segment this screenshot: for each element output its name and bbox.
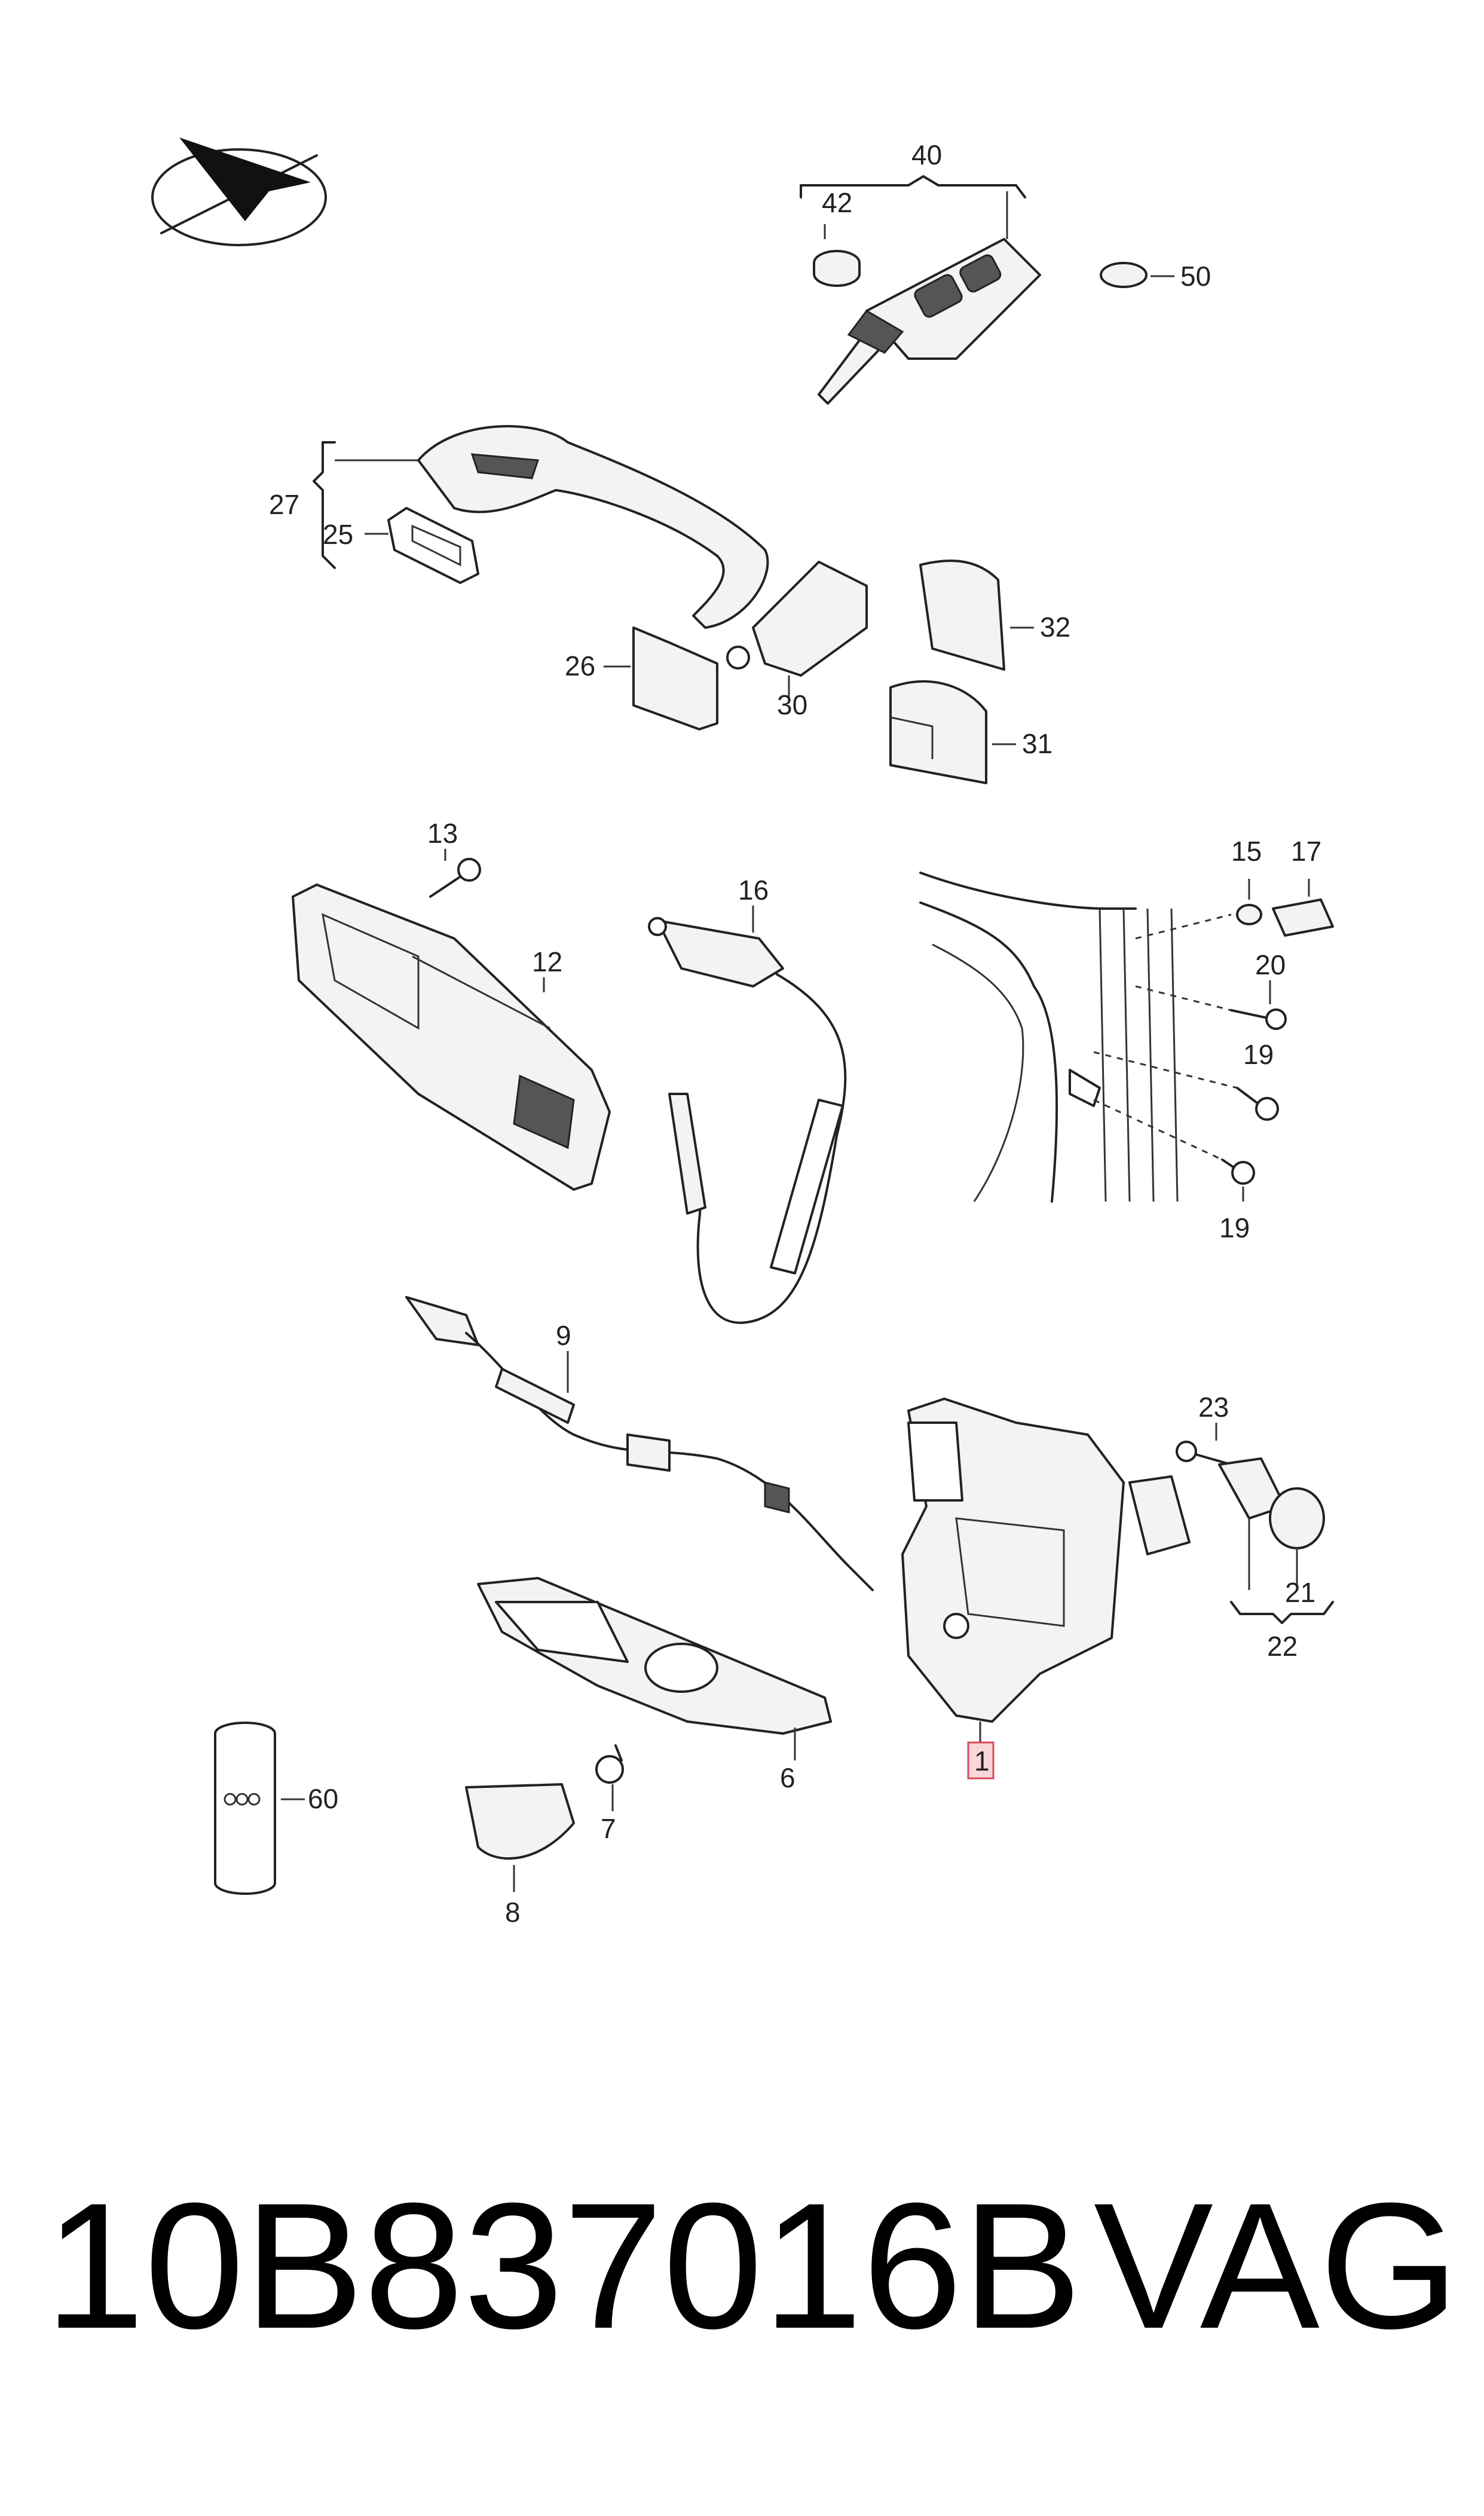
label-19-lower: 19 <box>1219 1212 1250 1243</box>
label-42: 42 <box>822 187 852 218</box>
label-13: 13 <box>427 818 458 849</box>
label-27: 27 <box>269 489 299 520</box>
grease-tube-group: 60 <box>214 1722 338 1895</box>
outer-handle-group: 27 25 26 30 32 31 <box>269 425 1070 784</box>
label-50: 50 <box>1180 261 1211 292</box>
label-9: 9 <box>556 1320 571 1351</box>
label-26: 26 <box>565 650 595 681</box>
cable-16-group: 16 <box>648 875 847 1324</box>
lock-group: 1 23 21 22 <box>901 1392 1334 1780</box>
parts-diagram: 40 42 50 27 25 26 30 32 31 <box>151 137 1334 1928</box>
label-15: 15 <box>1231 836 1262 867</box>
label-1: 1 <box>974 1745 990 1777</box>
label-25: 25 <box>323 519 353 550</box>
label-32: 32 <box>1040 612 1070 643</box>
label-7: 7 <box>601 1813 616 1844</box>
label-17: 17 <box>1291 836 1321 867</box>
key-group: 40 42 50 <box>800 139 1211 405</box>
highlight-box-part-1 <box>967 1741 995 1780</box>
brand-name: VAG <box>1094 2165 1459 2366</box>
label-19-upper: 19 <box>1243 1039 1274 1070</box>
door-frame-group: 15 17 20 19 19 <box>919 836 1334 1243</box>
label-40: 40 <box>911 139 942 170</box>
label-22: 22 <box>1267 1631 1298 1662</box>
label-31: 31 <box>1022 728 1052 759</box>
label-60: 60 <box>308 1783 338 1814</box>
label-6: 6 <box>780 1762 795 1793</box>
direction-logo-icon <box>151 137 327 246</box>
part-number: 10B837016B <box>45 2165 1082 2366</box>
cable-9-group: 9 <box>405 1296 874 1591</box>
label-16: 16 <box>738 875 769 906</box>
label-30: 30 <box>777 689 807 720</box>
label-21: 21 <box>1285 1577 1315 1608</box>
label-20: 20 <box>1255 949 1286 980</box>
carrier-group: 13 12 <box>292 818 611 1191</box>
label-12: 12 <box>532 946 562 977</box>
label-8: 8 <box>505 1897 521 1928</box>
label-23: 23 <box>1198 1392 1229 1423</box>
inner-handle-group: 6 7 8 <box>465 1577 832 1928</box>
